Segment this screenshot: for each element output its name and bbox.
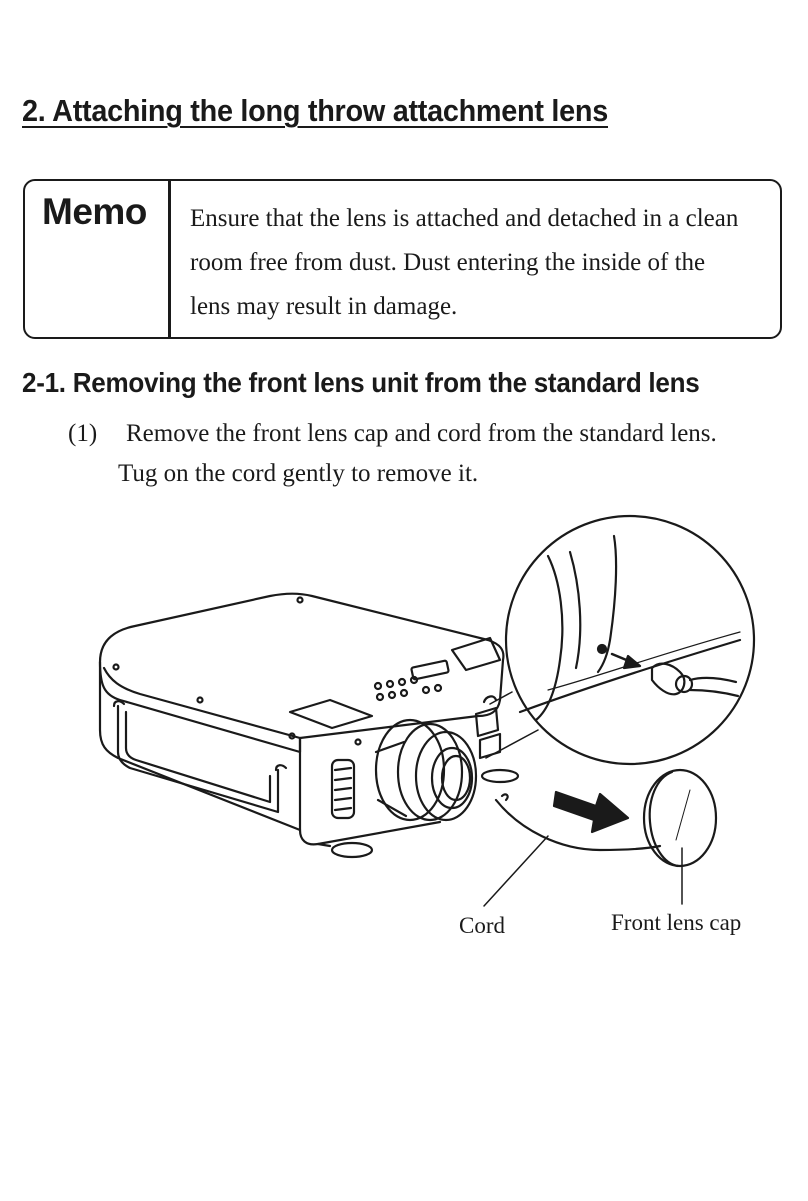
step-number: (1) bbox=[68, 420, 98, 447]
projector-illustration bbox=[98, 514, 756, 907]
magnified-detail bbox=[485, 514, 756, 766]
direction-arrow bbox=[552, 790, 630, 834]
page-title: 2. Attaching the long throw attachment l… bbox=[22, 93, 609, 128]
section-heading: 2-1. Removing the front lens unit from t… bbox=[22, 367, 700, 398]
memo-line: lens may result in damage. bbox=[190, 293, 458, 320]
memo-text: Ensure that the lens is attached and det… bbox=[190, 197, 770, 329]
projector-body bbox=[98, 592, 520, 859]
step-text-line2: Tug on the cord gently to remove it. bbox=[118, 460, 479, 487]
step-item: (1) Remove the front lens cap and cord fr… bbox=[68, 414, 717, 494]
cord-leader-line bbox=[483, 835, 549, 907]
memo-line: room free from dust. Dust entering the i… bbox=[190, 249, 706, 276]
cord bbox=[494, 798, 662, 852]
cord-label: Cord bbox=[459, 913, 505, 938]
front-lens-cap-label: Front lens cap bbox=[611, 910, 742, 935]
memo-label: Memo bbox=[42, 191, 147, 232]
memo-line: Ensure that the lens is attached and det… bbox=[190, 205, 739, 232]
standard-lens bbox=[374, 718, 478, 822]
memo-divider bbox=[168, 181, 171, 337]
memo-box: Memo Ensure that the lens is attached an… bbox=[23, 179, 782, 339]
step-text-line1: Remove the front lens cap and cord from … bbox=[126, 420, 717, 447]
front-lens-cap bbox=[642, 768, 718, 868]
